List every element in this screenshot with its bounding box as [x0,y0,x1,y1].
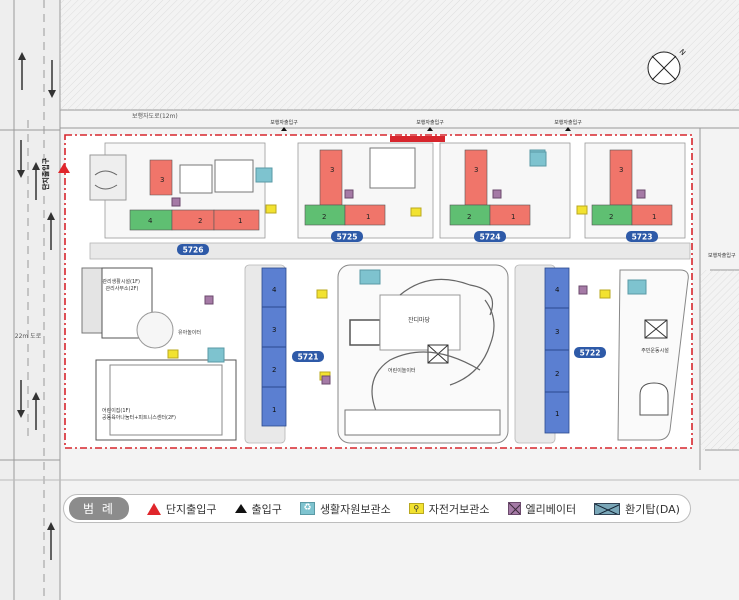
community-label-1: 관리생활시설(1F) [102,278,140,285]
recycling-icon: ♻ [299,502,315,515]
legend-item-ventilation: 환기탑(DA) [594,501,680,517]
svg-text:3: 3 [330,166,334,174]
top-road-label: 보행자도로(12m) [132,112,178,120]
badge-5723-label: 5723 [632,233,653,242]
badge-5722-label: 5722 [580,349,601,358]
complex-entrance-icon [146,502,161,515]
map-legend: 범 례 단지출입구 출입구 ♻ 생활자원보관소 ⚲ 자전거보관소 엘리베이터 환… [63,494,691,523]
building-5721: 4 3 2 1 [261,267,287,427]
compass-label: N [678,48,687,57]
north-compass-icon [647,51,681,85]
svg-text:4: 4 [148,217,153,225]
kids-play-label: 유아놀이터 [178,329,201,336]
legend-label-ventilation: 환기탑(DA) [625,502,680,516]
legend-label-entrance: 출입구 [251,502,282,516]
legend-item-bicycle: ⚲ 자전거보관소 [408,501,490,517]
svg-text:3: 3 [160,176,164,184]
badge-5726-label: 5726 [183,246,204,255]
daycare-label: 어린이집(1F) 공동육아나눔터+피트니스센터(2F) [102,407,176,421]
svg-text:4: 4 [555,286,560,294]
svg-text:2: 2 [322,213,326,221]
community-building [81,267,237,441]
legend-label-recycling: 생활자원보관소 [319,502,391,516]
svg-text:2: 2 [609,213,613,221]
legend-item-elevator: 엘리베이터 [507,501,577,517]
legend-label-complex-entrance: 단지출입구 [165,502,217,516]
svg-text:3: 3 [474,166,478,174]
ventilation-tower-icon [594,502,621,515]
badge-5724 [474,231,506,242]
svg-text:2: 2 [555,370,559,378]
svg-text:2: 2 [467,213,471,221]
ped-entrance-2: 보행자출입구 [416,119,444,126]
main-gate-label: 단지출입구 [41,157,50,190]
ped-entrance-markers [281,127,571,142]
badge-5726 [177,244,209,255]
building-5723-cluster: 3 2 1 [584,142,686,239]
badge-5721 [292,351,324,362]
badge-5725 [331,231,363,242]
svg-text:1: 1 [238,217,242,225]
children-playground-label: 어린이놀이터 [388,367,416,374]
building-5724-cluster: 3 2 1 [439,142,571,239]
svg-text:1: 1 [652,213,656,221]
legend-title: 범 례 [69,497,129,520]
legend-item-entrance: 출입구 [234,501,282,517]
badge-5723 [626,231,658,242]
svg-text:4: 4 [272,286,277,294]
legend-item-complex-entrance: 단지출입구 [146,501,217,517]
site-boundary [64,134,693,449]
bicycle-icon: ⚲ [408,503,424,514]
building-5722: 4 3 2 1 [544,267,570,434]
resident-exercise-label: 주민운동시설 [641,347,669,354]
community-label: 관리생활시설(1F) 관리사무소(2F) [102,278,141,292]
badge-5721-label: 5721 [298,353,319,362]
elevator-icon [507,502,521,515]
resident-exercise-area [617,269,689,441]
svg-text:3: 3 [619,166,623,174]
svg-text:3: 3 [555,328,559,336]
svg-text:1: 1 [366,213,370,221]
svg-text:2: 2 [272,366,276,374]
left-road-label: 22m 도로 [15,333,42,340]
building-5726-cluster: 3 2 1 4 [89,142,266,239]
legend-item-recycling: ♻ 생활자원보관소 [299,501,391,517]
central-park [337,264,509,444]
badge-5722 [574,347,606,358]
recycle-icons [207,151,547,363]
badge-5724-label: 5724 [480,233,501,242]
svg-text:3: 3 [272,326,276,334]
svg-text:1: 1 [555,410,559,418]
main-gate-marker [58,163,70,173]
ped-entrance-right: 보행자출입구 [708,252,736,259]
ped-entrance-1: 보행자출입구 [270,119,298,126]
legend-label-bicycle: 자전거보관소 [428,502,490,516]
entrance-icon [234,504,247,513]
ped-entrance-3: 보행자출입구 [554,119,582,126]
community-label-2: 관리사무소(2F) [106,285,139,292]
legend-label-elevator: 엘리베이터 [525,502,577,516]
badge-5725-label: 5725 [337,233,358,242]
svg-text:1: 1 [511,213,515,221]
svg-text:2: 2 [198,217,202,225]
elevator-icons [171,189,646,385]
central-lawn-label: 잔디마당 [408,316,431,324]
building-5725-cluster: 3 2 1 [297,142,434,239]
svg-text:1: 1 [272,406,276,414]
